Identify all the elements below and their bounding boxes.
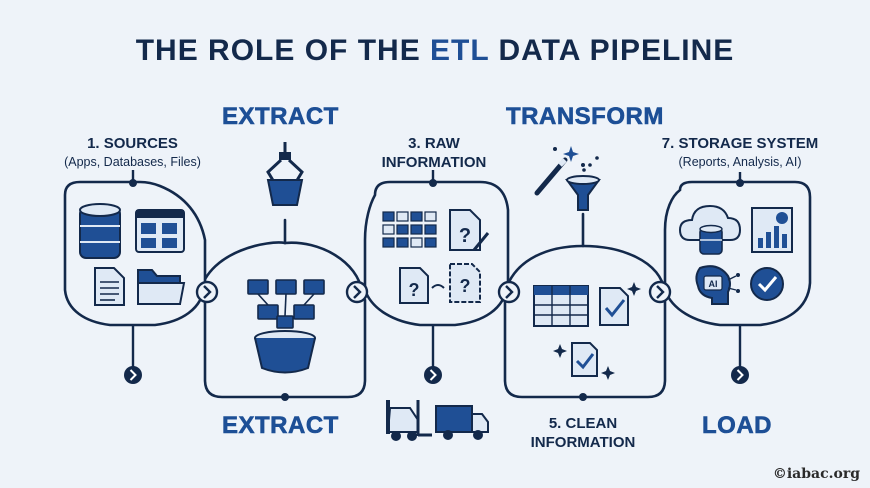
chevron-right-icon xyxy=(424,366,442,384)
cloud-database-icon xyxy=(678,204,742,255)
table-icon xyxy=(533,285,589,327)
check-circle-icon xyxy=(750,267,784,301)
extract-label-top: EXTRACT xyxy=(222,103,339,131)
load-label: LOAD xyxy=(702,412,772,440)
watermark: ©iabac.org xyxy=(772,466,860,482)
forklift-icon xyxy=(386,400,432,441)
extract-label-bottom: EXTRACT xyxy=(222,412,339,440)
storage-node xyxy=(663,180,812,327)
storage-title-text: 7. STORAGE SYSTEM xyxy=(661,135,819,152)
truck-icon xyxy=(435,405,489,440)
folder-tree-icon xyxy=(247,279,325,329)
sources-title: 1. SOURCES (Apps, Databases, Files) xyxy=(45,134,220,172)
checked-doc-icon xyxy=(553,342,615,380)
funnel-icon xyxy=(565,156,601,211)
svg-text:?: ? xyxy=(409,280,420,300)
chevron-right-icon xyxy=(345,280,369,304)
svg-text:?: ? xyxy=(459,225,471,247)
sources-title-text: 1. SOURCES xyxy=(87,135,178,152)
raw-title-line2: INFORMATION xyxy=(381,154,487,171)
chevron-right-icon xyxy=(648,280,672,304)
chevron-right-icon xyxy=(124,366,142,384)
grid-blocks-icon xyxy=(382,211,437,248)
folder-icon xyxy=(137,269,186,305)
clean-title-line1: 5. CLEAN xyxy=(548,415,618,432)
chevron-right-icon xyxy=(195,280,219,304)
database-icon xyxy=(79,203,121,259)
chart-report-icon xyxy=(751,207,793,253)
question-doc-icon: ? xyxy=(399,267,429,304)
title-prefix: THE ROLE OF THE xyxy=(135,34,431,67)
sources-subtitle: (Apps, Databases, Files) xyxy=(64,155,201,169)
app-window-icon xyxy=(135,209,185,253)
bucket-icon xyxy=(254,330,316,374)
storage-subtitle: (Reports, Analysis, AI) xyxy=(678,155,802,169)
clean-title: 5. CLEAN INFORMATION xyxy=(512,414,654,452)
question-doc-icon: ? xyxy=(449,209,490,251)
title-highlight: ETL xyxy=(430,34,490,67)
chevron-right-icon xyxy=(731,366,749,384)
raw-node xyxy=(363,180,510,327)
magic-wand-icon xyxy=(534,146,585,196)
clean-title-line2: INFORMATION xyxy=(530,434,636,451)
chevron-right-icon xyxy=(497,280,521,304)
document-icon xyxy=(94,267,125,306)
storage-title: 7. STORAGE SYSTEM (Reports, Analysis, AI… xyxy=(650,134,830,172)
svg-text:?: ? xyxy=(460,276,471,296)
raw-title-line1: 3. RAW xyxy=(408,135,460,152)
page-title: THE ROLE OF THE ETL DATA PIPELINE xyxy=(0,34,870,68)
ai-head-icon: AI xyxy=(695,265,740,305)
ai-chip-label: AI xyxy=(709,279,718,289)
checked-doc-icon xyxy=(599,282,641,326)
puzzle-doc-icon: ? xyxy=(431,263,481,303)
claw-bucket-icon xyxy=(266,142,304,206)
raw-title: 3. RAW INFORMATION xyxy=(368,134,500,172)
transform-label: TRANSFORM xyxy=(506,103,664,131)
title-suffix: DATA PIPELINE xyxy=(489,34,735,67)
